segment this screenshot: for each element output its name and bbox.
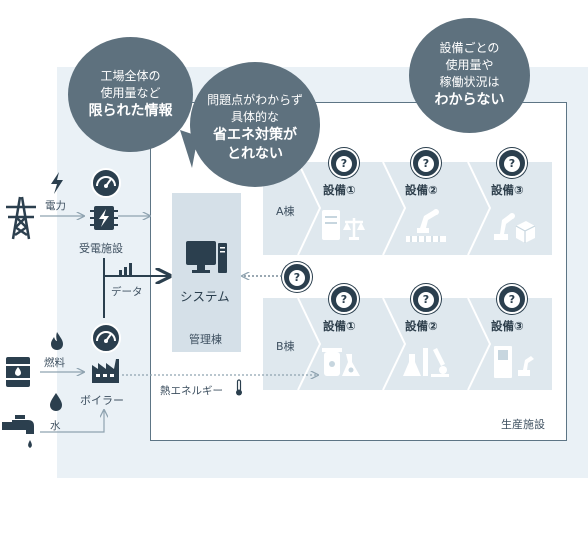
equipment-b3-label: 設備③ [491, 319, 524, 333]
equipment-a1-label: 設備① [323, 183, 356, 197]
flask-microscope-icon [403, 348, 449, 377]
unknown-status-badge: ? [411, 148, 441, 178]
building-a-label: A棟 [276, 205, 295, 218]
building-b-chevrons [297, 297, 492, 391]
bubble-text: 稼働状況は [439, 75, 500, 89]
bar-chart-icon [119, 263, 132, 276]
unknown-data-badge: ? [282, 262, 312, 292]
oil-barrel-icon [6, 357, 30, 387]
speech-bubble-limited-info: 工場全体の 使用量など 限られた情報 [68, 37, 193, 152]
system-label: システム [180, 289, 230, 304]
thermometer-icon [236, 379, 242, 396]
unknown-status-badge: ? [497, 148, 527, 178]
machine-robot-icon [494, 346, 534, 378]
building-a-chevrons [382, 161, 492, 256]
bubble-text: 問題点がわからず [207, 93, 303, 107]
water-drop-icon [50, 393, 62, 411]
speech-bubble-no-measures: 問題点がわからず 具体的な 省エネ対策が とれない [190, 62, 320, 187]
equipment-b2-label: 設備② [405, 319, 438, 333]
bubble-emphasis: 限られた情報 [88, 103, 173, 119]
bubble-emphasis: とれない [227, 146, 283, 162]
bubble-text: 使用量など [100, 86, 161, 100]
building-b-label: B棟 [276, 340, 295, 353]
bubble-text: 具体的な [230, 110, 279, 124]
boiler-label: ボイラー [80, 394, 124, 407]
faucet-icon [2, 415, 34, 448]
electricity-label: 電力 [45, 200, 66, 212]
equipment-a2-label: 設備② [405, 183, 438, 197]
speech-bubble-equipment-unknown: 設備ごとの 使用量や 稼働状況は わからない [409, 18, 530, 133]
fuel-label: 燃料 [44, 357, 65, 369]
unknown-status-badge: ? [329, 148, 359, 178]
unknown-status-badge: ? [411, 284, 441, 314]
robot-arm-conveyor-icon [406, 209, 446, 242]
heat-energy-label: 熱エネルギー [160, 385, 223, 397]
boiler-icon [92, 359, 119, 383]
bubble-text: 使用量や [445, 58, 494, 72]
production-facility-label: 生産施設 [501, 418, 545, 431]
equipment-a3-label: 設備③ [491, 183, 524, 197]
admin-building-label: 管理棟 [189, 333, 222, 346]
chemistry-icon [322, 348, 360, 376]
substation-icon [90, 206, 118, 230]
unknown-status-badge: ? [497, 284, 527, 314]
unknown-status-badge: ? [329, 284, 359, 314]
robot-box-icon [494, 213, 536, 243]
water-label: 水 [50, 420, 61, 432]
data-label: データ [111, 286, 143, 298]
tank-scale-icon [322, 210, 365, 240]
bubble-emphasis: 省エネ対策が [213, 127, 297, 143]
lightning-icon [51, 172, 63, 194]
bubble-text: 工場全体の [100, 69, 161, 83]
substation-label: 受電施設 [79, 242, 123, 255]
power-tower-icon [6, 196, 36, 240]
flame-icon [51, 332, 63, 350]
bubble-text: 設備ごとの [439, 41, 500, 55]
gauge-icon [91, 168, 121, 198]
gauge-icon [91, 323, 121, 353]
computer-icon [184, 239, 230, 281]
bubble-emphasis: わからない [434, 92, 505, 108]
equipment-b1-label: 設備① [323, 319, 356, 333]
building-a-chevron-first [297, 161, 322, 256]
